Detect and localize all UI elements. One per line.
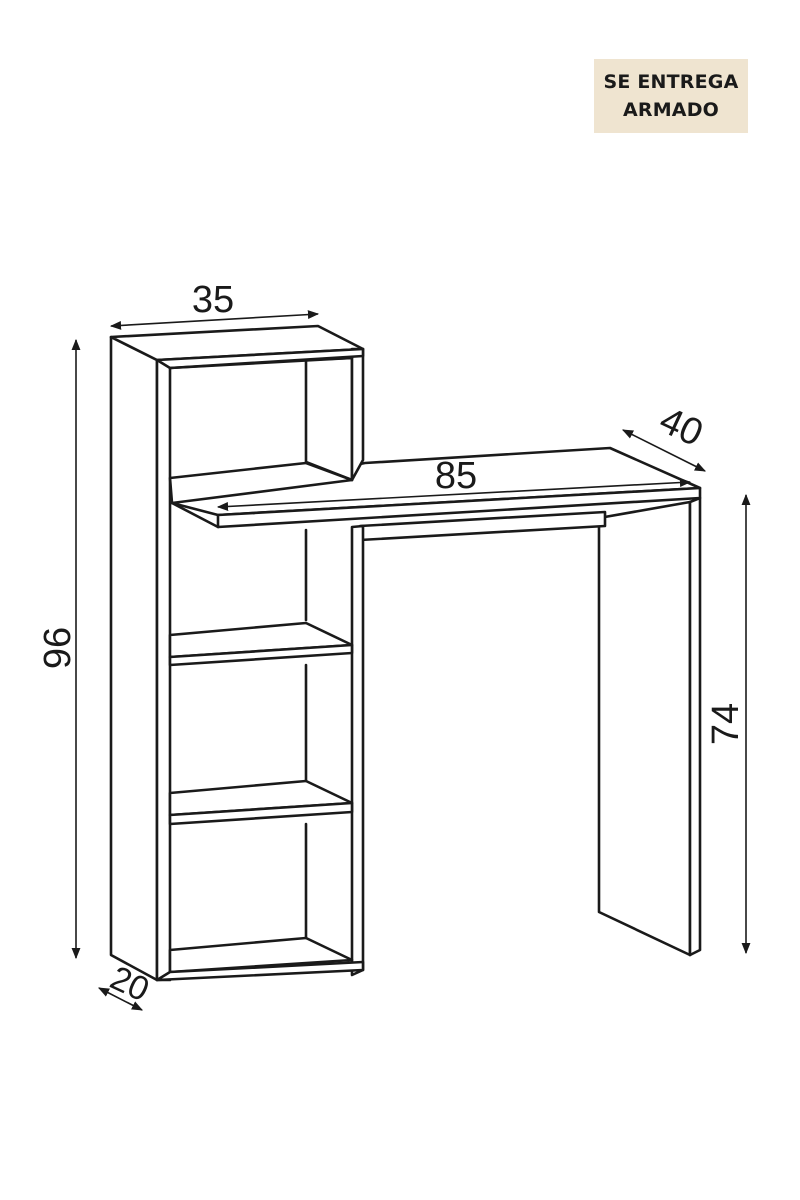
shelf-left-front-edge [155, 356, 172, 982]
dim-line-desk-width [216, 478, 692, 511]
desk-right-leg [597, 500, 692, 957]
dim-line-shelf-width [109, 310, 320, 330]
dim-line-shelf-depth [98, 987, 143, 1011]
shelf-right-upright-lower [350, 524, 365, 977]
badge-line-2: ARMADO [622, 99, 720, 121]
dim-label-desk-height: 74 [705, 703, 747, 745]
dim-label-total-height: 96 [37, 627, 79, 669]
shelf-back-upper [304, 356, 354, 482]
desk-right-leg-edge [688, 496, 702, 957]
dim-line-desk-depth [621, 429, 707, 472]
delivery-badge: SE ENTREGA ARMADO [594, 59, 748, 133]
dim-label-desk-width: 85 [435, 455, 477, 497]
dim-label-desk-depth: 40 [653, 399, 709, 455]
shelf-right-upright-upper [350, 347, 365, 482]
desk [170, 446, 702, 957]
shelf-inner-top [168, 356, 354, 370]
shelf-left-side [109, 335, 159, 982]
shelf-bottom-front [155, 960, 365, 982]
shelf-board-2-front [168, 801, 354, 826]
shelf-board-1-front [168, 643, 354, 667]
desk-top-left-edge [170, 501, 220, 529]
shelf-unit [109, 324, 365, 982]
dim-label-shelf-width: 35 [192, 279, 234, 321]
shelf-bottom-board [168, 936, 354, 974]
badge-line-1: SE ENTREGA [603, 71, 739, 93]
shelf-top-front-edge [155, 347, 365, 370]
